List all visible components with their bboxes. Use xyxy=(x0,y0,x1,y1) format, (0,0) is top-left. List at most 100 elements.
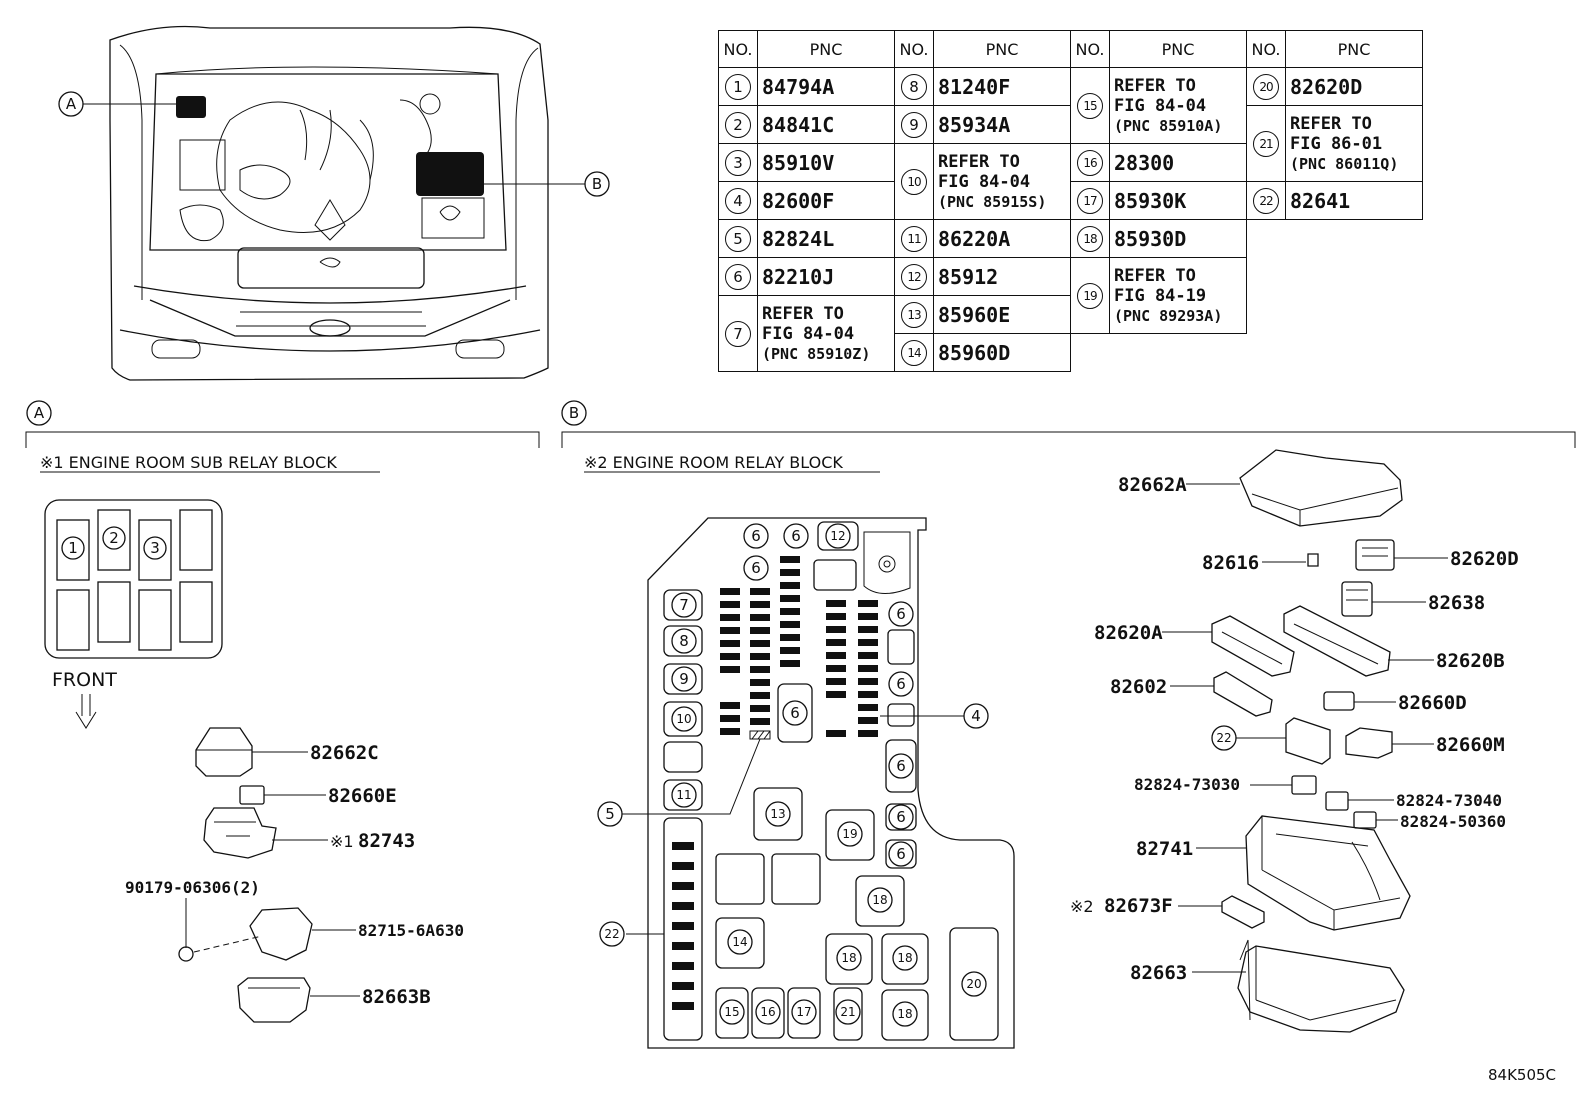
svg-text:20: 20 xyxy=(966,977,981,991)
svg-text:7: 7 xyxy=(679,596,689,614)
svg-text:6: 6 xyxy=(790,704,800,722)
sub-relay-block: 1 2 3 FRONT xyxy=(44,499,223,729)
svg-text:5: 5 xyxy=(605,805,615,823)
slot-3-label: 3 xyxy=(150,539,160,557)
svg-text:6: 6 xyxy=(791,527,801,545)
svg-text:15: 15 xyxy=(724,1005,739,1019)
svg-text:16: 16 xyxy=(760,1005,775,1019)
svg-text:6: 6 xyxy=(751,559,761,577)
item-no: 4 xyxy=(725,187,751,214)
part-82620b: 82620B xyxy=(1436,650,1505,672)
part-82660d: 82660D xyxy=(1398,692,1467,714)
item-pnc: 85960E xyxy=(933,295,1071,334)
item-no: 11 xyxy=(901,225,927,252)
item-pnc: 82641 xyxy=(1285,181,1423,220)
svg-text:6: 6 xyxy=(896,605,906,623)
svg-text:18: 18 xyxy=(897,1007,912,1021)
part-82602: 82602 xyxy=(1110,676,1167,698)
svg-text:8: 8 xyxy=(679,632,689,650)
part-82620d: 82620D xyxy=(1450,548,1519,570)
svg-text:6: 6 xyxy=(896,757,906,775)
svg-text:6: 6 xyxy=(896,675,906,693)
part-82715: 82715-6A630 xyxy=(358,921,464,940)
svg-text:18: 18 xyxy=(897,951,912,965)
section-b-parts: 82662A 82616 82620D 82638 82620A 82620B … xyxy=(1070,449,1519,1033)
item-no: 9 xyxy=(901,111,927,138)
part-82824-73040: 82824-73040 xyxy=(1396,791,1502,810)
part-82824-50360: 82824-50360 xyxy=(1400,812,1506,831)
svg-text:18: 18 xyxy=(841,951,856,965)
item-pnc: 85912 xyxy=(933,257,1071,296)
header-pnc-4: PNC xyxy=(1285,30,1423,68)
part-82662a: 82662A xyxy=(1118,474,1187,496)
fuse-array xyxy=(672,556,878,1010)
header-pnc-2: PNC xyxy=(933,30,1071,68)
item-no: 1 xyxy=(725,73,751,100)
figure-code: 84K505C xyxy=(1488,1066,1556,1084)
svg-text:22: 22 xyxy=(604,927,619,941)
item-no: 21 xyxy=(1253,130,1279,157)
item-no: 5 xyxy=(725,225,751,252)
part-82741: 82741 xyxy=(1136,838,1193,860)
part-82663: 82663 xyxy=(1130,962,1187,984)
callout-22: 22 xyxy=(1216,731,1231,745)
part-82660m: 82660M xyxy=(1436,734,1505,756)
item-no: 3 xyxy=(725,149,751,176)
part-82660e: 82660E xyxy=(328,785,397,807)
svg-text:11: 11 xyxy=(676,788,691,802)
item-pnc: 28300 xyxy=(1109,143,1247,182)
item-no: 20 xyxy=(1253,73,1279,100)
svg-text:6: 6 xyxy=(896,845,906,863)
overview-marker-b-label: B xyxy=(592,175,602,193)
item-pnc: 85960D xyxy=(933,333,1071,372)
section-a-bracket: A ※1 ENGINE ROOM SUB RELAY BLOCK xyxy=(25,400,540,473)
front-label: FRONT xyxy=(52,669,117,691)
part-82673f-note: ※2 xyxy=(1070,897,1094,916)
part-82743-note: ※1 xyxy=(330,832,354,851)
relay-slot-numbers: 6 6 12 6 7 8 9 10 11 6 6 6 6 6 6 13 19 1… xyxy=(597,521,989,1027)
section-a-title: ※1 ENGINE ROOM SUB RELAY BLOCK xyxy=(40,453,337,472)
part-82620a: 82620A xyxy=(1094,622,1163,644)
item-no: 16 xyxy=(1077,149,1103,176)
section-b-title: ※2 ENGINE ROOM RELAY BLOCK xyxy=(584,453,843,472)
section-a-marker: A xyxy=(34,404,45,422)
pnc-table: NO. PNC NO. PNC NO. PNC NO. PNC 1 84794A… xyxy=(718,30,1423,372)
item-pnc: 85910V xyxy=(757,143,895,182)
part-82662c: 82662C xyxy=(310,742,379,764)
table-row: 5 82824L 11 86220A 18 85930D xyxy=(718,219,1423,258)
table-header-row: NO. PNC NO. PNC NO. PNC NO. PNC xyxy=(718,30,1423,68)
item-no: 2 xyxy=(725,111,751,138)
svg-text:9: 9 xyxy=(679,670,689,688)
item-pnc: 84841C xyxy=(757,105,895,144)
svg-text:4: 4 xyxy=(971,707,981,725)
part-82616: 82616 xyxy=(1202,552,1259,574)
item-no: 22 xyxy=(1253,187,1279,214)
table-row: 14 85960D xyxy=(719,333,1423,372)
header-pnc-1: PNC xyxy=(757,30,895,68)
part-82743: 82743 xyxy=(358,830,415,852)
header-pnc-3: PNC xyxy=(1109,30,1247,68)
slot-2-label: 2 xyxy=(109,529,119,547)
svg-text:6: 6 xyxy=(896,808,906,826)
section-b-marker: B xyxy=(569,404,579,422)
vehicle-overview: A B xyxy=(58,25,610,381)
item-no: 6 xyxy=(725,263,751,290)
section-b-bracket: B ※2 ENGINE ROOM RELAY BLOCK xyxy=(561,400,1576,473)
item-pnc: 82824L xyxy=(757,219,895,258)
svg-text:17: 17 xyxy=(796,1005,811,1019)
part-90179: 90179-06306(2) xyxy=(125,878,260,897)
svg-text:6: 6 xyxy=(751,527,761,545)
part-82824-73030: 82824-73030 xyxy=(1134,775,1240,794)
item-no: 14 xyxy=(901,339,927,366)
svg-text:14: 14 xyxy=(732,935,747,949)
